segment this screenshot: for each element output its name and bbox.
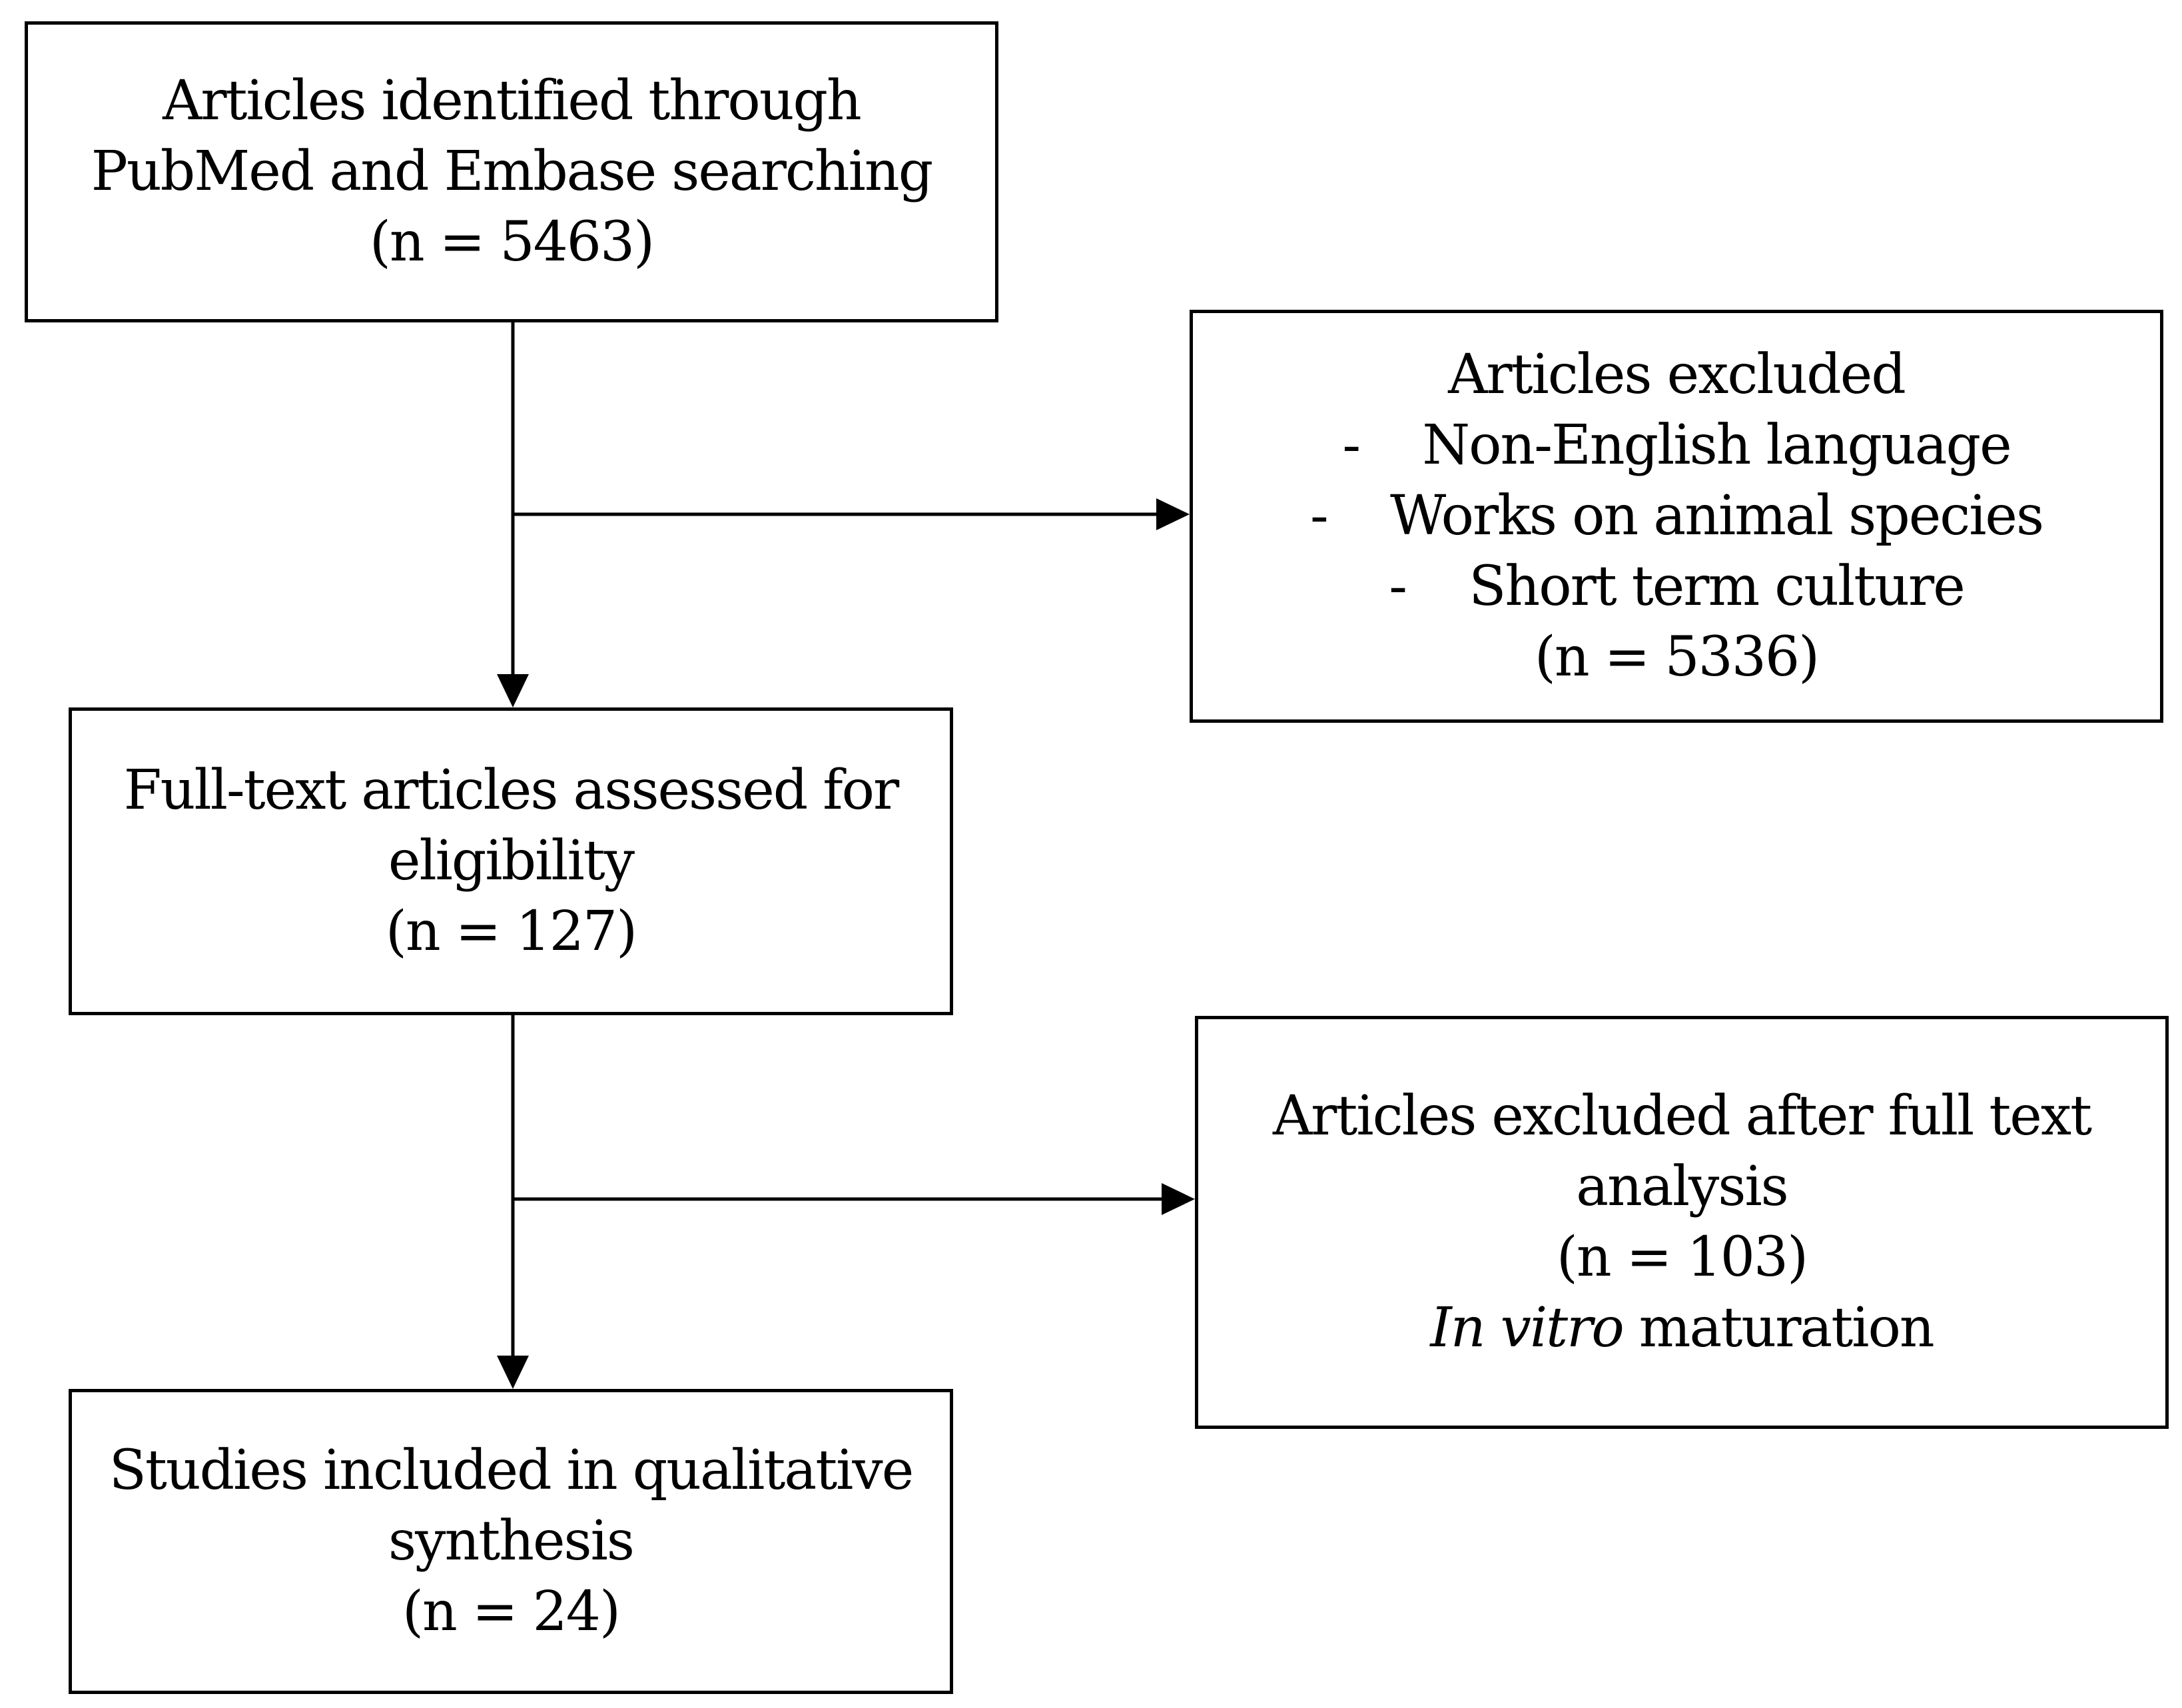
included-count: (n = 24) bbox=[402, 1580, 621, 1643]
arrowhead-right-excluded-initial bbox=[1156, 498, 1190, 530]
excluded-initial-title: Articles excluded bbox=[1448, 343, 1906, 406]
excluded-fulltext-line-1: Articles excluded after full text bbox=[1272, 1084, 2092, 1148]
reason-rest: maturation bbox=[1638, 1296, 1935, 1360]
fulltext-line-1: Full-text articles assessed for bbox=[123, 759, 899, 822]
identified-line-1: Articles identified through bbox=[163, 69, 862, 133]
excluded-fulltext-count: (n = 103) bbox=[1556, 1226, 1808, 1289]
bullet-dash: - bbox=[1389, 555, 1407, 618]
exclusion-reason-item: -Short term culture bbox=[1389, 552, 1966, 622]
identified-count: (n = 5463) bbox=[369, 211, 655, 274]
bullet-dash: - bbox=[1309, 484, 1329, 548]
excluded-initial-box: Articles excluded -Non-English language … bbox=[1190, 310, 2163, 723]
bullet-dash: - bbox=[1342, 414, 1361, 477]
excluded-fulltext-box: Articles excluded after full text analys… bbox=[1195, 1016, 2169, 1429]
included-line-2: synthesis bbox=[388, 1509, 635, 1573]
exclusion-reason-text: Non-English language bbox=[1422, 414, 2011, 477]
excluded-fulltext-reason: In vitro maturation bbox=[1430, 1293, 1935, 1364]
arrowhead-right-excluded-fulltext bbox=[1162, 1183, 1195, 1215]
identified-line-2: PubMed and Embase searching bbox=[91, 140, 933, 203]
arrowhead-down-fulltext bbox=[497, 674, 529, 707]
excluded-fulltext-line-2: analysis bbox=[1576, 1155, 1789, 1218]
excluded-initial-count: (n = 5336) bbox=[1534, 626, 1820, 689]
included-studies-box: Studies included in qualitative synthesi… bbox=[69, 1389, 953, 1694]
exclusion-reason-item: -Works on animal species bbox=[1309, 481, 2044, 552]
fulltext-count: (n = 127) bbox=[385, 900, 637, 963]
fulltext-line-2: eligibility bbox=[388, 829, 635, 893]
arrowhead-down-included bbox=[497, 1356, 529, 1389]
exclusion-reason-text: Short term culture bbox=[1469, 555, 1966, 618]
reason-italic-term: In vitro bbox=[1430, 1296, 1624, 1360]
exclusion-reason-item: -Non-English language bbox=[1342, 410, 2011, 481]
fulltext-assessed-box: Full-text articles assessed for eligibil… bbox=[69, 707, 953, 1015]
included-line-1: Studies included in qualitative bbox=[109, 1439, 914, 1502]
identified-articles-box: Articles identified through PubMed and E… bbox=[25, 21, 998, 322]
exclusion-reason-text: Works on animal species bbox=[1389, 484, 2044, 548]
